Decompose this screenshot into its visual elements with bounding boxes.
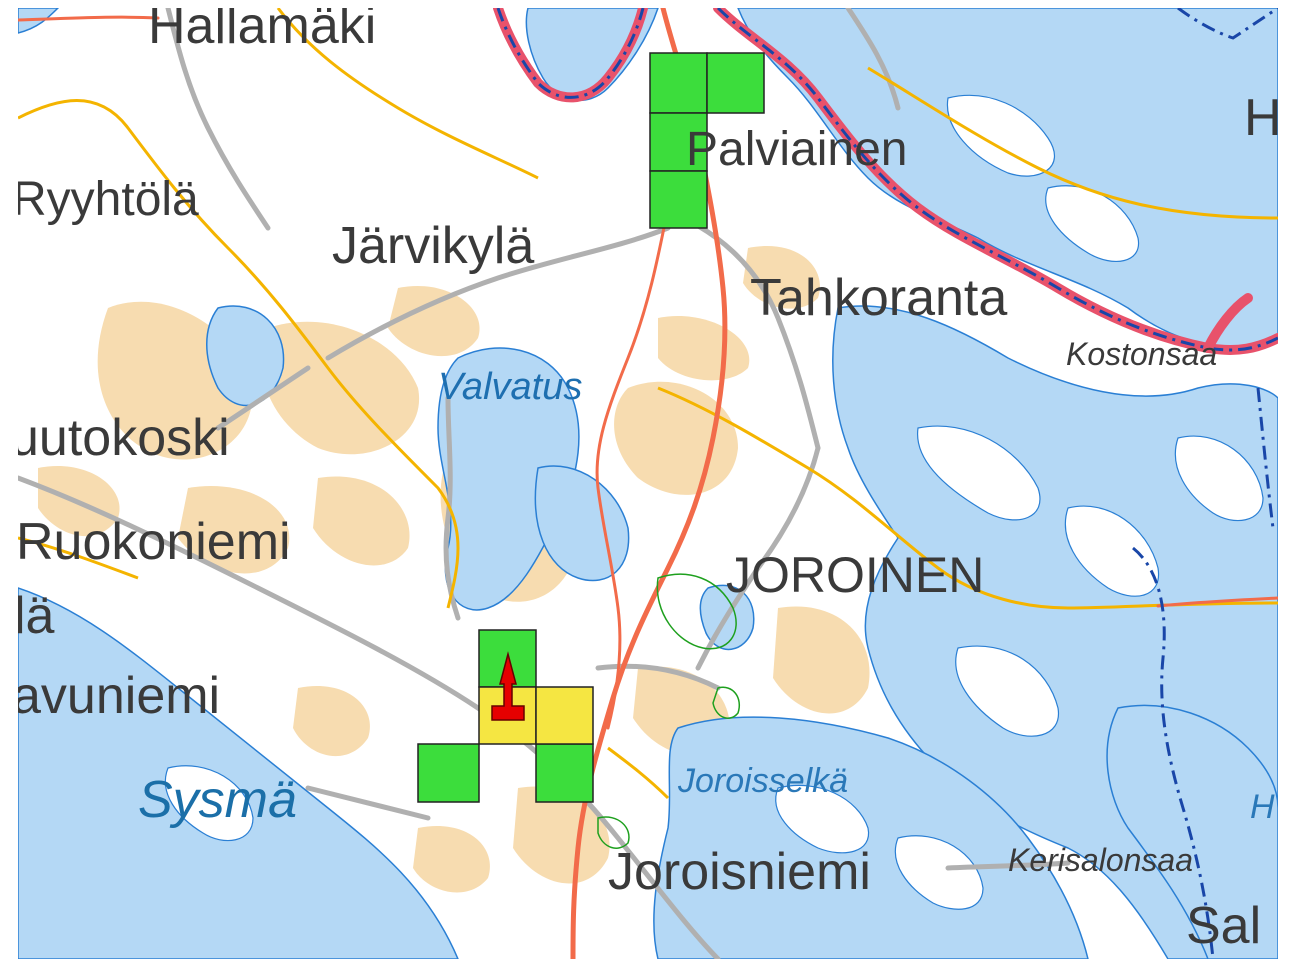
island: [1174, 435, 1264, 522]
planned-area: [535, 686, 594, 745]
label-palviainen: Palviainen: [686, 123, 908, 176]
label-tahkoranta: Tahkoranta: [750, 269, 1008, 327]
label-ryyhtola: Ryyhtölä: [18, 173, 199, 226]
island: [955, 645, 1059, 737]
island: [164, 765, 254, 842]
label-kavuniemi: avuniemi: [18, 667, 221, 725]
map-canvas[interactable]: [18, 8, 1278, 959]
lake-central: [534, 465, 630, 582]
protected-area: [649, 52, 708, 114]
label-jarvikyla: Järvikylä: [332, 217, 535, 275]
local-roads: [18, 8, 1071, 959]
island: [946, 94, 1055, 177]
field-area: [388, 286, 480, 357]
protected-areas: [417, 52, 765, 803]
label-h-bottom: H: [1250, 788, 1275, 826]
label-joroisniemi: Joroisniemi: [608, 843, 871, 901]
water-bodies: [18, 8, 1278, 959]
island: [917, 425, 1041, 521]
label-sal: Sal: [1186, 897, 1262, 955]
label-kutokoski: uutokoski: [18, 409, 230, 467]
regional-roads: [18, 8, 1278, 800]
boundaries: [493, 8, 1278, 959]
field-area: [658, 316, 750, 381]
map-view[interactable]: Hallamäki Palviainen Ryyhtölä Järvikylä …: [18, 8, 1278, 959]
label-hallamaki: Hallamäki: [148, 8, 377, 55]
lake-sysma: [18, 587, 459, 959]
label-ruokoniemi: Ruokoniemi: [18, 513, 291, 571]
protected-area: [706, 52, 765, 114]
label-kerisalonsaari: Kerisalonsaa: [1008, 842, 1193, 878]
label-joroinen: JOROINEN: [726, 547, 985, 603]
label-valvatus: Valvatus: [438, 366, 583, 408]
protected-area: [649, 170, 708, 229]
red-tower-marker[interactable]: [491, 651, 525, 721]
protected-area: [535, 743, 594, 803]
islands: [164, 94, 1264, 910]
label-joroisselka: Joroisselkä: [678, 762, 849, 800]
label-kostonsaari: Kostonsaa: [1066, 336, 1218, 372]
field-area: [773, 606, 870, 714]
protected-area: [417, 743, 480, 803]
label-la: lä: [18, 587, 55, 645]
field-area: [313, 476, 410, 566]
field-area: [293, 686, 370, 757]
label-h-top: H: [1244, 89, 1278, 147]
island: [1064, 505, 1160, 597]
field-area: [178, 486, 290, 574]
island: [894, 835, 984, 910]
wetland-patches: [597, 573, 740, 849]
field-area: [261, 321, 420, 455]
island: [775, 784, 870, 854]
field-area: [413, 826, 490, 893]
label-sysma: Sysmä: [138, 771, 297, 829]
field-area: [743, 246, 820, 309]
